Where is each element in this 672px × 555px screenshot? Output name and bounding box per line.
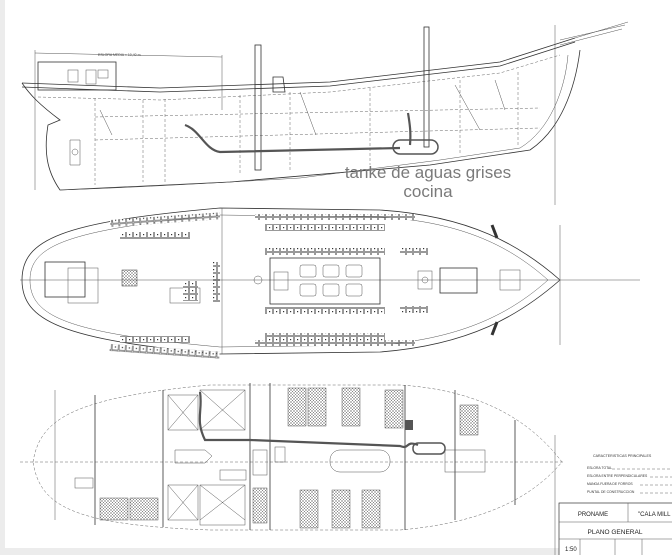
characteristics-row: PUNTAL DE CONSTRUCCION <box>587 490 635 494</box>
berth <box>331 489 351 529</box>
bench-row <box>120 336 190 343</box>
sheer-line <box>21 37 576 89</box>
stairs <box>252 449 268 476</box>
engine <box>174 449 213 464</box>
dimension-line <box>34 52 223 58</box>
hull-outline <box>21 49 581 191</box>
bench-row <box>120 232 190 239</box>
berth <box>307 387 327 427</box>
scale-label: 1:50 <box>565 547 577 553</box>
bowsprit <box>559 21 629 46</box>
bench-row <box>265 307 385 314</box>
berth <box>459 404 479 436</box>
bench-row <box>265 248 385 255</box>
berth <box>361 489 381 529</box>
berth <box>341 387 361 427</box>
berth <box>287 387 307 427</box>
title-block: PRONAME "CALA MILL PLANO GENERAL 1:50 <box>558 502 672 555</box>
profile-view: ESLORA MEDIA = 10,40 m <box>21 21 629 205</box>
helm-station <box>44 261 86 298</box>
deckhouse-top <box>269 257 381 305</box>
bench-row <box>255 214 415 220</box>
deck-plan-view <box>20 207 640 359</box>
forward-hatch <box>439 267 478 294</box>
characteristics-table: CARACTERISTICAS PRINCIPALES ESLORA TOTAL… <box>554 435 672 555</box>
characteristics-row: MANGA FUERA DE FORROS <box>587 482 633 486</box>
saloon-table <box>329 449 391 473</box>
characteristics-title: CARACTERISTICAS PRINCIPALES <box>593 454 652 458</box>
deckhouse <box>37 61 117 91</box>
annotation-galley: cocina <box>403 182 453 201</box>
main-mast <box>254 44 262 171</box>
tank <box>167 394 199 431</box>
bench-row <box>109 344 220 359</box>
tank <box>199 484 246 526</box>
bench-row <box>265 333 385 340</box>
vessel-name: "CALA MILL <box>638 512 671 518</box>
lower-deck-view <box>20 383 565 531</box>
characteristics-row: ESLORA TOTAL <box>587 466 612 470</box>
grey-water-tank <box>392 139 439 155</box>
tank <box>167 484 199 521</box>
windlass <box>499 269 521 291</box>
company-name: PRONAME <box>578 512 608 518</box>
characteristics-row: ESLORA ENTRE PERPENDICULARES <box>587 474 648 478</box>
berth <box>252 487 268 524</box>
bench-row <box>255 340 415 346</box>
ladders <box>99 79 506 136</box>
page-margin-bottom <box>0 548 672 555</box>
berth <box>384 389 404 429</box>
stairs <box>444 449 486 473</box>
companionway <box>273 271 289 291</box>
grey-water-pipe <box>184 123 401 154</box>
bench-row <box>265 224 385 231</box>
berth <box>129 497 159 521</box>
cathead <box>490 224 499 336</box>
hatch-grating <box>121 269 138 287</box>
drawing-title: PLANO GENERAL <box>588 529 643 536</box>
annotation-tank: tanke de aguas grises <box>345 163 511 182</box>
profile-dimension-label: ESLORA MEDIA = 10,40 m <box>98 53 141 57</box>
berth <box>299 489 319 529</box>
rudder <box>69 139 81 166</box>
grey-water-pipe-lower <box>198 391 419 448</box>
fore-mast <box>423 26 430 148</box>
grey-water-tank-lower <box>412 442 446 455</box>
bench-row <box>110 212 221 227</box>
berth <box>99 497 129 521</box>
page-margin-left <box>0 0 5 555</box>
